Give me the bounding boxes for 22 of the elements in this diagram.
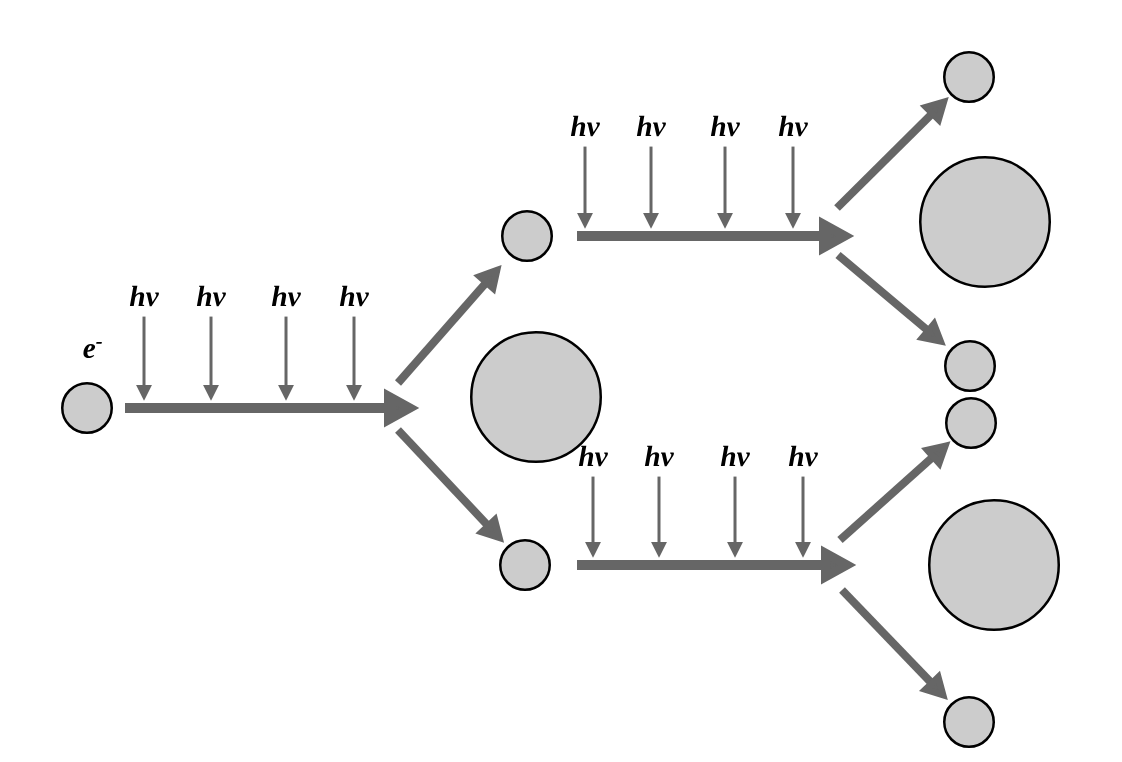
photon-label: hν <box>788 445 818 467</box>
photon-label: hν <box>271 285 301 307</box>
electron-label: e$^{-}$ <box>83 342 102 358</box>
photon-label: hν <box>339 285 369 307</box>
photon-label: hν <box>570 115 600 137</box>
photon-label: hν <box>720 445 750 467</box>
particle-circle <box>943 696 995 748</box>
particle-circle <box>943 51 995 103</box>
particle-circle <box>944 340 996 392</box>
particle-circle <box>928 499 1060 631</box>
particle-circle <box>945 397 997 449</box>
particle-circle <box>501 210 553 262</box>
particle-circle <box>919 156 1051 288</box>
particle-circle <box>61 382 113 434</box>
photon-label: hν <box>578 445 608 467</box>
photon-label: hν <box>778 115 808 137</box>
photon-label: hν <box>710 115 740 137</box>
photon-label: hν <box>196 285 226 307</box>
particle-circle <box>499 539 551 591</box>
photon-label: hν <box>636 115 666 137</box>
photon-label: hν <box>129 285 159 307</box>
photon-label: hν <box>644 445 674 467</box>
